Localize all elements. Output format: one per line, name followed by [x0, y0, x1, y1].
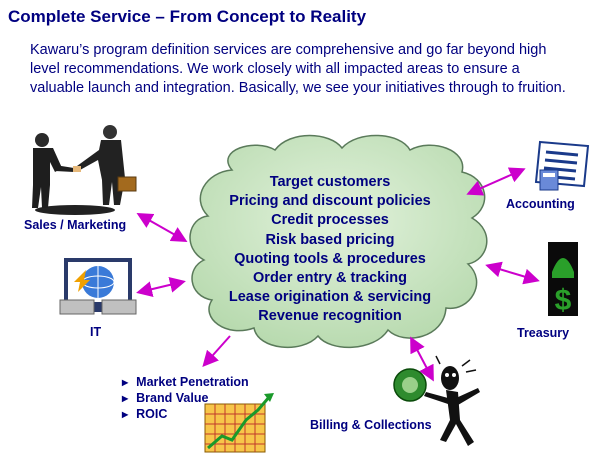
growth-chart-icon: [204, 393, 274, 453]
accounting-ledger-icon: [534, 140, 590, 191]
handshake-icon: [32, 125, 137, 215]
metrics-bullet-list: ▶ Market Penetration ▶ Brand Value ▶ ROI…: [122, 374, 249, 422]
cloud-item: Pricing and discount policies: [229, 193, 431, 210]
cloud-item: Credit processes: [271, 212, 389, 229]
cloud-item: Order entry & tracking: [253, 270, 407, 287]
page-title: Complete Service – From Concept to Reali…: [8, 7, 367, 26]
label-billing-collections: Billing & Collections: [310, 418, 432, 432]
cloud-item: Risk based pricing: [265, 231, 395, 248]
arrow-accounting: [466, 167, 526, 196]
triangle-bullet-icon: ▶: [122, 377, 129, 387]
central-cloud: [189, 134, 488, 349]
cloud-item: Quoting tools & procedures: [234, 250, 426, 267]
arrow-metrics: [202, 335, 231, 367]
arrow-sales: [136, 213, 188, 242]
arrow-billing: [410, 336, 434, 382]
arrow-treasury: [485, 261, 540, 285]
label-treasury: Treasury: [517, 326, 570, 340]
list-item: ▶ ROIC: [122, 406, 249, 422]
list-item: ▶ Brand Value: [122, 390, 249, 406]
triangle-bullet-icon: ▶: [122, 393, 129, 403]
cloud-item: Target customers: [269, 174, 391, 190]
bullet-text: ROIC: [136, 407, 168, 421]
cloud-item: Lease origination & servicing: [228, 289, 432, 306]
bullet-text: Brand Value: [136, 391, 209, 405]
cloud-items-list: Target customers Pricing and discount po…: [200, 173, 460, 327]
cloud-item: Revenue recognition: [258, 308, 402, 325]
triangle-bullet-icon: ▶: [122, 409, 129, 419]
svg-text:$: $: [555, 284, 572, 317]
arrow-it: [136, 276, 186, 298]
label-accounting: Accounting: [506, 197, 575, 211]
computers-icon: [59, 258, 137, 315]
label-sales-marketing: Sales / Marketing: [24, 218, 127, 232]
label-it: IT: [90, 325, 102, 339]
billing-figure-icon: [393, 355, 480, 446]
treasury-dollar-icon: $: [548, 242, 578, 317]
list-item: ▶ Market Penetration: [122, 374, 249, 390]
intro-paragraph: Kawaru’s program definition services are…: [30, 42, 566, 96]
bullet-text: Market Penetration: [136, 375, 249, 389]
